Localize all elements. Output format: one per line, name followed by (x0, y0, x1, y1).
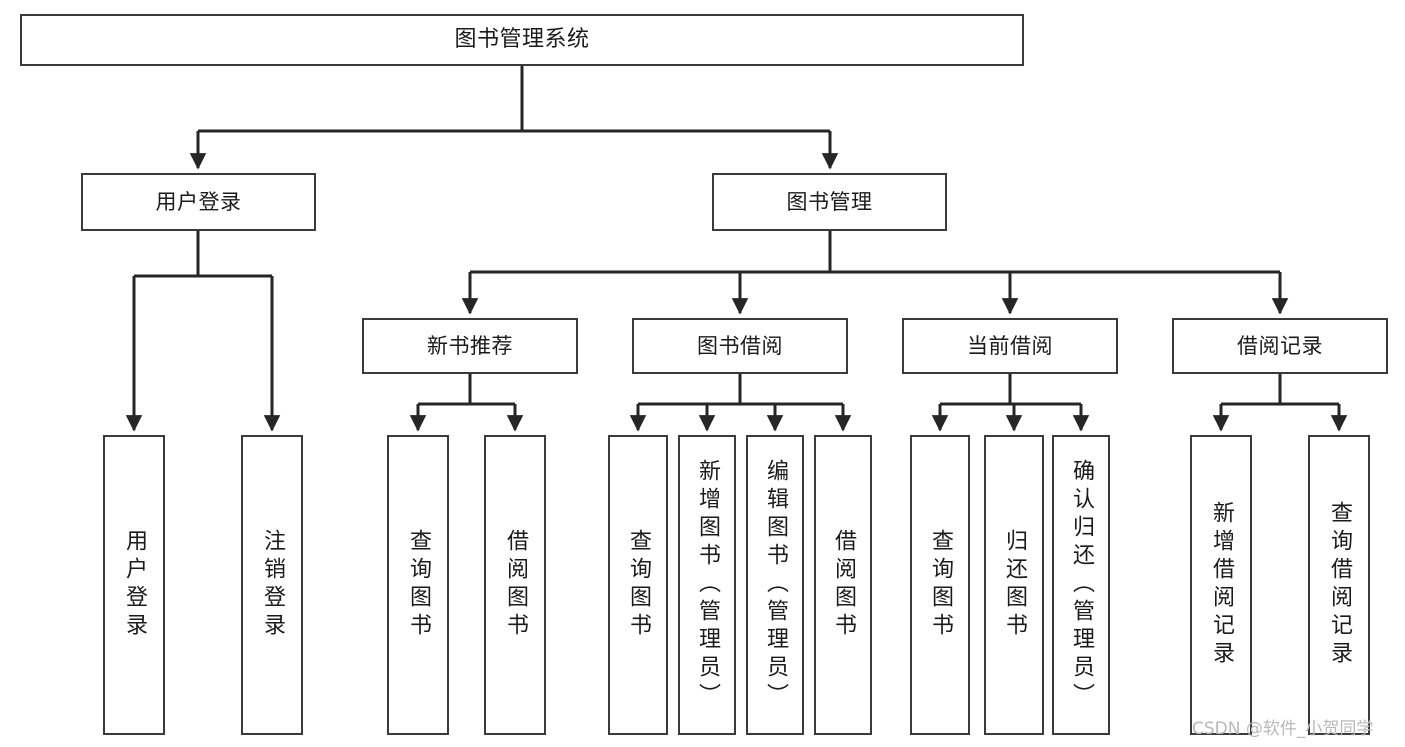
node-leaf-query-book-borrow[interactable]: 查询图书 (608, 435, 668, 735)
node-book-management[interactable]: 图书管理 (712, 173, 947, 231)
node-leaf-query-book-current[interactable]: 查询图书 (910, 435, 970, 735)
node-leaf-add-book-admin-label: 新增图书（管理员） (695, 459, 720, 711)
node-leaf-borrow-book-label: 借阅图书 (831, 529, 856, 641)
node-current-borrow[interactable]: 当前借阅 (902, 318, 1118, 374)
node-leaf-borrow-book[interactable]: 借阅图书 (814, 435, 872, 735)
node-leaf-query-book-recommend-label: 查询图书 (406, 529, 431, 641)
node-book-borrow-label: 图书借阅 (697, 333, 783, 358)
node-leaf-edit-book-admin-label: 编辑图书（管理员） (763, 459, 788, 711)
node-leaf-borrow-book-recommend[interactable]: 借阅图书 (484, 435, 546, 735)
node-root-system-label: 图书管理系统 (454, 27, 590, 53)
node-leaf-logout-label: 注销登录 (260, 529, 285, 641)
node-leaf-add-borrow-record[interactable]: 新增借阅记录 (1190, 435, 1252, 735)
node-leaf-user-login-label: 用户登录 (122, 529, 147, 641)
node-borrow-record[interactable]: 借阅记录 (1172, 318, 1388, 374)
node-leaf-add-book-admin[interactable]: 新增图书（管理员） (678, 435, 736, 735)
node-borrow-record-label: 借阅记录 (1237, 333, 1323, 358)
node-leaf-add-borrow-record-label: 新增借阅记录 (1209, 501, 1234, 669)
node-leaf-logout[interactable]: 注销登录 (241, 435, 303, 735)
node-root-system[interactable]: 图书管理系统 (20, 14, 1024, 66)
node-leaf-user-login[interactable]: 用户登录 (103, 435, 165, 735)
node-user-login[interactable]: 用户登录 (81, 173, 316, 231)
node-book-management-label: 图书管理 (786, 189, 873, 214)
node-leaf-borrow-book-recommend-label: 借阅图书 (503, 529, 528, 641)
node-leaf-query-borrow-record-label: 查询借阅记录 (1327, 501, 1352, 669)
node-leaf-query-book-current-label: 查询图书 (928, 529, 953, 641)
node-leaf-query-book-recommend[interactable]: 查询图书 (387, 435, 449, 735)
node-leaf-edit-book-admin[interactable]: 编辑图书（管理员） (746, 435, 804, 735)
node-leaf-confirm-return-admin-label: 确认归还（管理员） (1069, 459, 1094, 711)
node-user-login-label: 用户登录 (155, 189, 242, 214)
node-leaf-confirm-return-admin[interactable]: 确认归还（管理员） (1052, 435, 1110, 735)
node-current-borrow-label: 当前借阅 (967, 333, 1053, 358)
node-leaf-return-book-label: 归还图书 (1002, 529, 1027, 641)
node-new-book-recommend[interactable]: 新书推荐 (362, 318, 578, 374)
node-new-book-recommend-label: 新书推荐 (427, 333, 513, 358)
node-leaf-query-book-borrow-label: 查询图书 (626, 529, 651, 641)
node-book-borrow[interactable]: 图书借阅 (632, 318, 848, 374)
node-leaf-query-borrow-record[interactable]: 查询借阅记录 (1308, 435, 1370, 735)
node-leaf-return-book[interactable]: 归还图书 (984, 435, 1044, 735)
csdn-watermark: CSDN @软件_小贺同学 (1192, 719, 1374, 739)
